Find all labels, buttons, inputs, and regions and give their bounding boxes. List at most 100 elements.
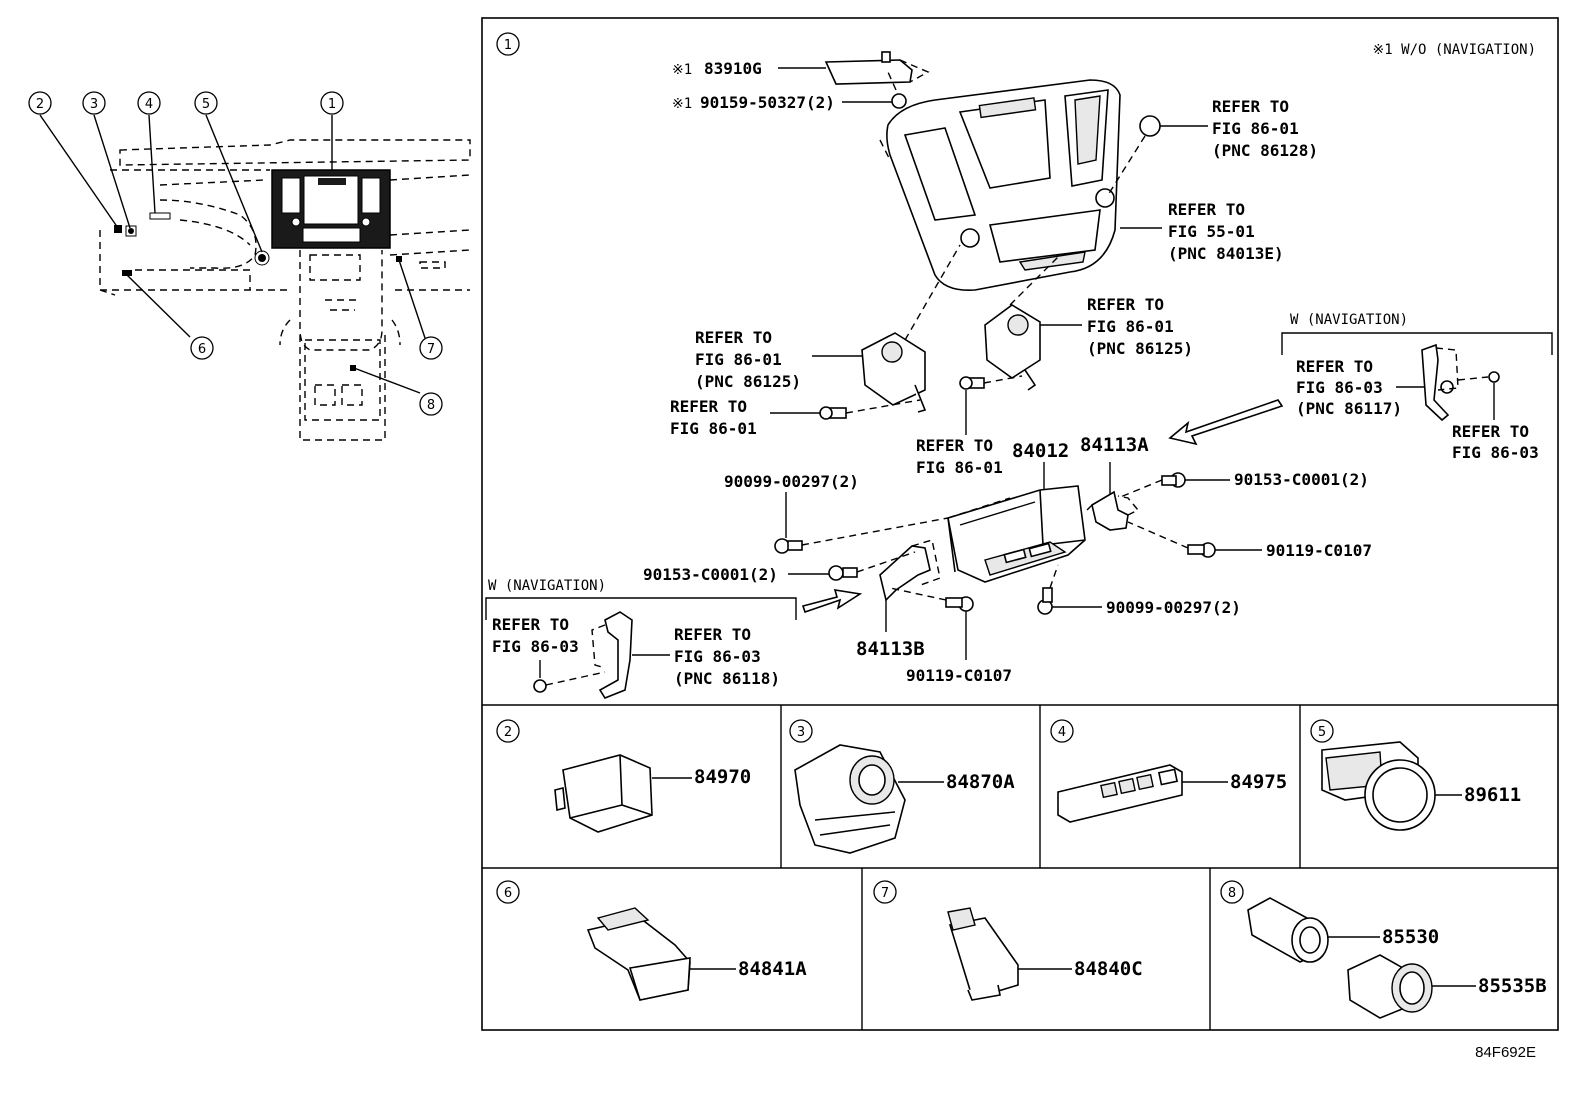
- ref-screw-right-line1: REFER TO: [1452, 422, 1529, 441]
- ref-86125-left-line3: (PNC 86125): [695, 372, 801, 391]
- ref-screw-right-line2: FIG 86-03: [1452, 443, 1539, 462]
- ref-screw-left-line2: FIG 86-01: [670, 419, 757, 438]
- ref-86117-line3: (PNC 86117): [1296, 399, 1402, 418]
- screw-90153-b: [828, 565, 844, 581]
- ref-86125-right-line2: FIG 86-01: [1087, 317, 1174, 336]
- panel-3-callout: 3: [797, 725, 805, 740]
- screw-86-03-left: [533, 679, 547, 693]
- svg-text:6: 6: [198, 342, 206, 357]
- label-90099-b: 90099-00297(2): [1106, 598, 1241, 617]
- panel-6-callout: 6: [504, 886, 512, 901]
- label-90159-50327: 90159-50327(2): [700, 93, 835, 112]
- screw-86-03-right: [1488, 371, 1500, 383]
- bracket-83910G: [824, 59, 913, 85]
- ref-screw-left-nav-line1: REFER TO: [492, 615, 569, 634]
- svg-text:2: 2: [36, 97, 44, 112]
- label-84975: 84975: [1230, 771, 1287, 793]
- screw-90159: [891, 93, 907, 109]
- center-panel-84013E: [879, 79, 1121, 292]
- callout-8: 8: [419, 392, 443, 416]
- ref-86118-line3: (PNC 86118): [674, 669, 780, 688]
- arrow-nav-left: [801, 589, 863, 614]
- screw-ref-86-01-mid: [959, 376, 985, 390]
- ref-screw-left-line1: REFER TO: [670, 397, 747, 416]
- dashboard-overview: 2 3 4 5 1 6 7 8: [28, 91, 471, 441]
- ref-86128-line3: (PNC 86128): [1212, 141, 1318, 160]
- label-84113B: 84113B: [856, 638, 925, 660]
- panel-7-callout: 7: [881, 886, 889, 901]
- callout-2: 2: [28, 91, 52, 115]
- label-85530: 85530: [1382, 926, 1439, 948]
- note-mark-1: ※1: [672, 62, 692, 78]
- panel-6: 6 84841A: [496, 880, 807, 1001]
- ref-86125-left-line1: REFER TO: [695, 328, 772, 347]
- label-90099-a: 90099-00297(2): [724, 472, 859, 491]
- label-90153-a: 90153-C0001(2): [1234, 470, 1369, 489]
- ref-86117-line2: FIG 86-03: [1296, 378, 1383, 397]
- switch-6-marker: [122, 270, 132, 276]
- audio-unit-84012: [947, 485, 1086, 583]
- ref-screw-mid-line2: FIG 86-01: [916, 458, 1003, 477]
- ref-86118-line1: REFER TO: [674, 625, 751, 644]
- svg-text:4: 4: [145, 97, 153, 112]
- label-90153-b: 90153-C0001(2): [643, 565, 778, 584]
- arrow-nav-right: [1168, 399, 1284, 446]
- ref-84013E-line1: REFER TO: [1168, 200, 1245, 219]
- panel-8: 8 85530 85535B: [1220, 880, 1547, 1019]
- label-84970: 84970: [694, 766, 751, 788]
- switch-3-marker: [128, 228, 134, 234]
- bracket-86118: [598, 611, 633, 699]
- ref-86118-line2: FIG 86-03: [674, 647, 761, 666]
- figure-id: 84F692E: [1475, 1044, 1536, 1061]
- panel-4-callout: 4: [1058, 725, 1066, 740]
- label-84840C: 84840C: [1074, 958, 1143, 980]
- callout-4: 4: [137, 91, 161, 115]
- panel-1-center-cluster: 1 ※1 W/O (NAVIGATION) ※1 83910G ※1 90159…: [485, 32, 1553, 699]
- ref-84013E-line3: (PNC 84013E): [1168, 244, 1284, 263]
- screw-90099-a: [774, 538, 790, 554]
- svg-text:5: 5: [202, 97, 210, 112]
- label-83910G: 83910G: [704, 59, 762, 78]
- panel-4: 4 84975: [1050, 719, 1287, 823]
- svg-text:1: 1: [504, 38, 512, 53]
- note-mark-1b: ※1: [672, 96, 692, 112]
- svg-text:7: 7: [427, 342, 435, 357]
- callout-1: 1: [320, 91, 344, 115]
- label-84012: 84012: [1012, 440, 1069, 462]
- switch-84840C: [948, 917, 1019, 996]
- panel-3: 3 84870A: [789, 719, 1015, 854]
- main-frame: [481, 17, 1559, 1031]
- bracket-84113B: [879, 545, 931, 602]
- ref-84013E-line2: FIG 55-01: [1168, 222, 1255, 241]
- label-89611: 89611: [1464, 784, 1521, 806]
- callout-7: 7: [419, 336, 443, 360]
- panel-2: 2 84970: [496, 719, 751, 833]
- switch-86125-left: [861, 332, 927, 413]
- callout-5: 5: [194, 91, 218, 115]
- switch-84870A: [794, 744, 906, 854]
- w-navigation-right: W (NAVIGATION): [1290, 312, 1408, 328]
- panel-8-callout: 8: [1228, 886, 1236, 901]
- panel-5: 5 89611: [1310, 719, 1521, 831]
- note-wo-navigation: ※1 W/O (NAVIGATION): [1373, 42, 1536, 58]
- ref-screw-mid-line1: REFER TO: [916, 436, 993, 455]
- label-84113A: 84113A: [1080, 434, 1149, 456]
- socket-8-marker: [350, 365, 356, 371]
- panel-5-callout: 5: [1318, 725, 1326, 740]
- svg-text:1: 1: [328, 97, 336, 112]
- switch-7-marker: [396, 256, 402, 262]
- label-84870A: 84870A: [946, 771, 1015, 793]
- ref-86128-line1: REFER TO: [1212, 97, 1289, 116]
- ref-86125-right-line3: (PNC 86125): [1087, 339, 1193, 358]
- label-90119-b: 90119-C0107: [906, 666, 1012, 685]
- switch-86125-right: [984, 304, 1041, 391]
- switch-2-marker: [114, 225, 122, 233]
- svg-text:8: 8: [427, 398, 435, 413]
- panel-2-callout: 2: [504, 725, 512, 740]
- screw-ref-86-01-left: [819, 406, 847, 420]
- switch-5-marker: [258, 254, 266, 262]
- panel-1-callout: 1: [496, 32, 520, 56]
- label-85535B: 85535B: [1478, 975, 1547, 997]
- w-navigation-left: W (NAVIGATION): [488, 578, 606, 594]
